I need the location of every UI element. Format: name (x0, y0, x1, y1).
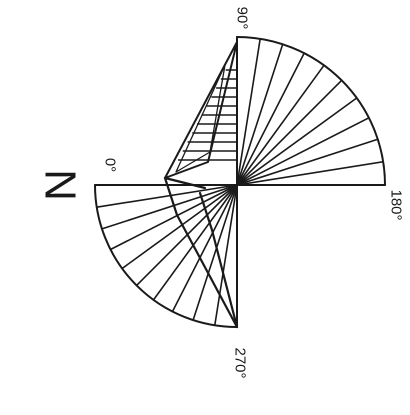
lower-left-ray (101, 184, 238, 230)
label-270-degrees: 270° (232, 347, 249, 378)
upper-right-ray (236, 79, 343, 186)
upper-right-ray (236, 161, 385, 186)
upper-wedge-inner (175, 64, 226, 173)
upper-right-fan (236, 36, 386, 186)
lower-left-ray (152, 184, 238, 301)
lower-left-ray (95, 184, 238, 208)
upper-right-ray (236, 52, 306, 186)
upper-right-ray (236, 43, 284, 186)
lower-left-fan (94, 184, 238, 328)
upper-right-ray (236, 64, 325, 186)
upper-right-rays (236, 37, 385, 186)
lower-left-rays (95, 184, 238, 327)
label-0-degrees: 0° (102, 158, 119, 172)
label-180-degrees: 180° (388, 189, 405, 220)
north-label: N (36, 169, 85, 201)
upper-right-ray (236, 97, 358, 186)
lower-chevron-outer (163, 176, 239, 329)
lower-left-ray (121, 184, 238, 270)
upper-right-ray (236, 138, 379, 186)
upper-wedge (164, 41, 238, 179)
lower-chevrons (163, 176, 239, 329)
upper-wedge-hatching (177, 69, 237, 161)
label-90-degrees: 90° (234, 7, 251, 30)
upper-right-ray (236, 117, 370, 186)
lower-left-ray (192, 184, 238, 321)
upper-wedge-outline (164, 41, 238, 179)
lower-left-ray (171, 184, 238, 313)
lower-chevron-inner (198, 191, 239, 329)
upper-right-ray (236, 37, 262, 186)
lower-left-ray (214, 184, 238, 327)
chevron-top-bar (163, 176, 207, 190)
lower-left-ray (109, 184, 238, 251)
